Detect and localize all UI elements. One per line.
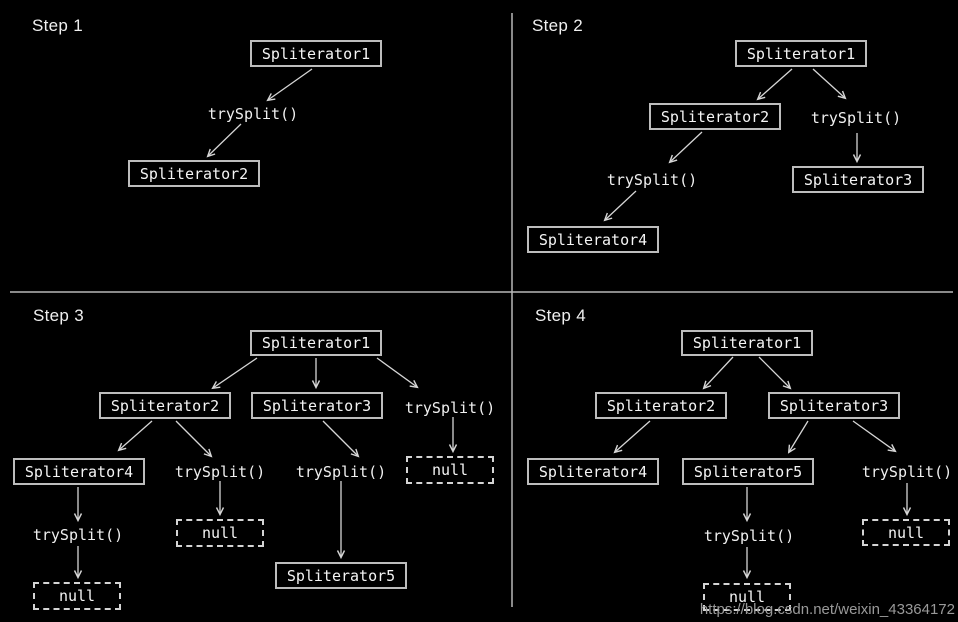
- step4-title: Step 4: [535, 306, 586, 325]
- step2-node-spliterator4: Spliterator4: [527, 226, 659, 253]
- step4-node-spliterator1: Spliterator1: [681, 330, 813, 356]
- step3-trysplit-right-label: trySplit(): [404, 399, 496, 417]
- step2-title: Step 2: [532, 16, 583, 35]
- step4-node-spliterator5: Spliterator5: [682, 458, 814, 485]
- step2-node-spliterator1: Spliterator1: [735, 40, 867, 67]
- step3-node-spliterator1: Spliterator1: [250, 330, 382, 356]
- step3-node-spliterator2: Spliterator2: [99, 392, 231, 419]
- step2-node-spliterator3: Spliterator3: [792, 166, 924, 193]
- step3-arrows: [73, 357, 458, 580]
- step3-title: Step 3: [33, 306, 84, 325]
- step4-node-spliterator3: Spliterator3: [768, 392, 900, 419]
- step3-node-spliterator3: Spliterator3: [251, 392, 383, 419]
- step2-node-spliterator2: Spliterator2: [649, 103, 781, 130]
- step4-node-spliterator2: Spliterator2: [595, 392, 727, 419]
- step4-node-spliterator4: Spliterator4: [527, 458, 659, 485]
- step1-trysplit-label: trySplit(): [207, 105, 299, 123]
- step3-null-mid: null: [176, 519, 264, 547]
- step3-null-right: null: [406, 456, 494, 484]
- step4-null-bottom: null: [703, 583, 791, 611]
- step3-node-spliterator5: Spliterator5: [275, 562, 407, 589]
- step3-trysplit-mid-left-label: trySplit(): [174, 463, 266, 481]
- step4-null-right: null: [862, 519, 950, 546]
- step4-trysplit-mid-label: trySplit(): [703, 527, 795, 545]
- step2-trysplit-left-label: trySplit(): [606, 171, 698, 189]
- step1-node-spliterator2: Spliterator2: [128, 160, 260, 187]
- step3-trysplit-mid-right-label: trySplit(): [295, 463, 387, 481]
- step1-arrows: [206, 68, 313, 158]
- step3-trysplit-bottom-left-label: trySplit(): [32, 526, 124, 544]
- step3-node-spliterator4: Spliterator4: [13, 458, 145, 485]
- step2-trysplit-right-label: trySplit(): [810, 109, 902, 127]
- step1-node-spliterator1: Spliterator1: [250, 40, 382, 67]
- csdn-watermark: https://blog.csdn.net/weixin_43364172: [699, 601, 955, 618]
- step2-arrows: [603, 68, 862, 222]
- step1-title: Step 1: [32, 16, 83, 35]
- step3-null-bottom-left: null: [33, 582, 121, 610]
- step4-trysplit-right-label: trySplit(): [861, 463, 953, 481]
- step4-arrows: [613, 356, 912, 580]
